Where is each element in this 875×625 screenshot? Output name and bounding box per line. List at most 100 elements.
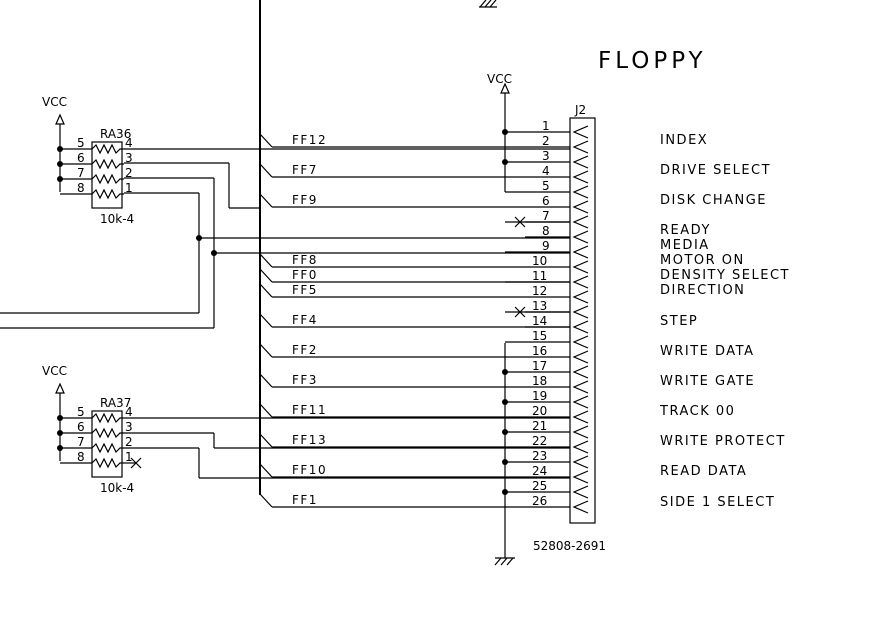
resistor-pin-left: 8 [77, 181, 85, 195]
pin-contact [572, 170, 589, 184]
net-label: FF3 [292, 373, 318, 387]
net-label: FF13 [292, 433, 327, 447]
resistor-zigzag [91, 427, 124, 439]
pin-number: 19 [532, 389, 547, 403]
pin-number: 23 [532, 449, 547, 463]
vcc-arrow [55, 113, 65, 125]
junction-dot [57, 415, 63, 421]
bus-entry [259, 463, 273, 478]
vcc-label: VCC [42, 95, 67, 109]
generated-elements: FLOPPYJ212345678910111213141516171819202… [42, 48, 790, 553]
vcc-arrow [55, 382, 65, 394]
signal-label: DENSITY SELECT [660, 268, 790, 283]
pin-number: 24 [532, 464, 547, 478]
signal-label: SIDE 1 SELECT [660, 495, 775, 510]
pin-contact [572, 230, 589, 244]
net-label: FF1 [292, 493, 318, 507]
no-connect-mark [514, 306, 526, 318]
junction-dot [57, 161, 63, 167]
junction-dot [502, 369, 508, 375]
pin-contact [572, 305, 589, 319]
bus-entry [259, 373, 273, 388]
resistor-array-body [91, 141, 123, 209]
resistor-pin-left: 6 [77, 151, 85, 165]
signal-label: READY [660, 223, 711, 238]
net-label: FF4 [292, 313, 318, 327]
pin-contact [572, 395, 589, 409]
bus-entry [259, 313, 273, 328]
resistor-pin-right: 1 [125, 450, 133, 464]
junction-dot [502, 129, 508, 135]
signal-label: TRACK 00 [659, 404, 735, 419]
bus-entry [259, 268, 273, 283]
pin-number: 6 [542, 194, 550, 208]
resistor-pin-right: 1 [125, 181, 133, 195]
net-label: FF11 [292, 403, 327, 417]
signal-label: DIRECTION [660, 283, 745, 298]
pin-contact [572, 140, 589, 154]
pin-contact [572, 380, 589, 394]
bus-entry [259, 403, 273, 418]
pin-contact [572, 500, 589, 514]
bus-entry [259, 253, 273, 268]
net-label: FF7 [292, 163, 318, 177]
bus-entry [259, 433, 273, 448]
junction-dot [502, 429, 508, 435]
signal-label: MOTOR ON [660, 253, 745, 268]
pin-contact [572, 335, 589, 349]
pin-number: 22 [532, 434, 547, 448]
pin-number: 14 [532, 314, 547, 328]
vcc-label: VCC [487, 72, 512, 86]
pin-contact [572, 290, 589, 304]
resistor-array-body [91, 410, 123, 478]
net-label: FF0 [292, 268, 318, 282]
junction-dot [196, 235, 202, 241]
page-title: FLOPPY [598, 48, 707, 74]
bus-entry [259, 493, 273, 508]
junction-dot [502, 489, 508, 495]
pin-contact [572, 260, 589, 274]
resistor-zigzag [91, 143, 124, 155]
pin-contact [572, 350, 589, 364]
resistor-pin-right: 3 [125, 420, 133, 434]
resistor-zigzag [91, 173, 124, 185]
resistor-pin-right: 3 [125, 151, 133, 165]
resistor-zigzag [91, 412, 124, 424]
pin-number: 2 [542, 134, 550, 148]
resistor-pin-right: 4 [125, 136, 133, 150]
pin-number: 18 [532, 374, 547, 388]
pin-number: 3 [542, 149, 550, 163]
junction-dot [502, 399, 508, 405]
bus-entry [259, 283, 273, 298]
signal-label: READ DATA [660, 464, 747, 479]
pin-contact [572, 410, 589, 424]
net-label: FF12 [292, 133, 327, 147]
resistor-pin-left: 8 [77, 450, 85, 464]
bus-entry [259, 193, 273, 208]
pin-contact [572, 215, 589, 229]
resistor-array-value: 10k-4 [100, 212, 134, 226]
signal-label: DRIVE SELECT [660, 163, 771, 178]
pin-number: 15 [532, 329, 547, 343]
pin-number: 9 [542, 239, 550, 253]
pin-number: 10 [532, 254, 547, 268]
junction-dot [57, 430, 63, 436]
bus-entry [259, 163, 273, 178]
net-label: FF2 [292, 343, 318, 357]
pin-number: 16 [532, 344, 547, 358]
pin-number: 5 [542, 179, 550, 193]
pin-number: 8 [542, 224, 550, 238]
resistor-zigzag [91, 158, 124, 170]
pin-contact [572, 275, 589, 289]
resistor-pin-left: 6 [77, 420, 85, 434]
resistor-array-ref: RA36 [100, 127, 131, 141]
no-connect-mark [130, 457, 142, 469]
net-label: FF8 [292, 253, 318, 267]
junction-dot [57, 146, 63, 152]
resistor-zigzag [91, 188, 124, 200]
signal-label: STEP [660, 314, 698, 329]
no-connect-mark [514, 216, 526, 228]
resistor-pin-left: 7 [77, 435, 85, 449]
wiring [0, 0, 596, 566]
pin-contact [572, 245, 589, 259]
